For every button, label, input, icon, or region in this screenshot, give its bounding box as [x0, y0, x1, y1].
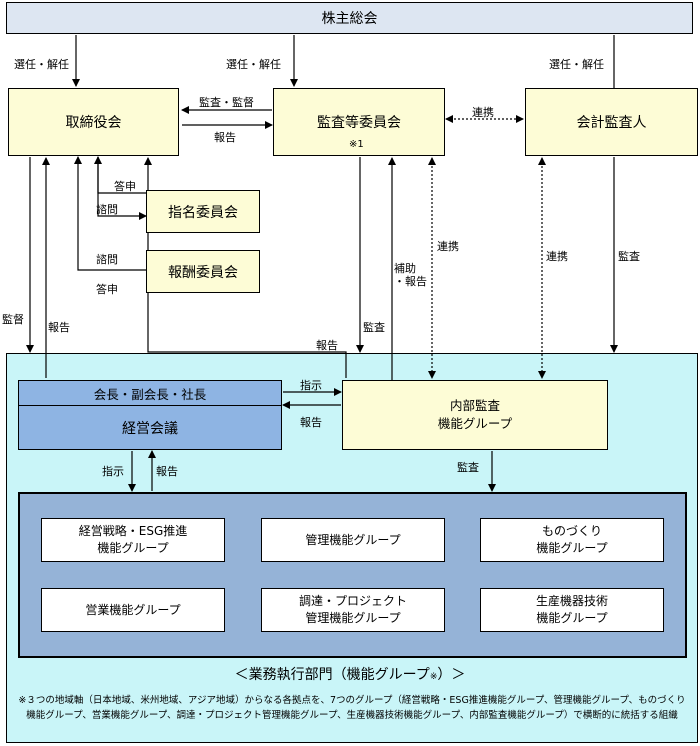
- group-label-administration: 管理機能グループ: [305, 532, 401, 547]
- shareholders-meeting-label: 株主総会: [321, 11, 378, 27]
- group-label-sales: 営業機能グループ: [85, 602, 181, 617]
- division-title-mark: ※: [429, 672, 438, 682]
- label-audit-auditor: 監査: [618, 250, 640, 263]
- board-of-directors-box: 取締役会: [8, 88, 179, 156]
- group-box-administration: 管理機能グループ: [261, 518, 445, 562]
- label-audit-supervise: 監査・監督: [199, 96, 254, 109]
- label-report-board: 報告: [214, 131, 236, 144]
- label-elect-dismiss-audit: 選任・解任: [226, 58, 281, 71]
- nomination-committee-box: 指名委員会: [146, 190, 260, 233]
- label-toshin-remuneration: 答申: [96, 283, 118, 296]
- label-elect-dismiss-board: 選任・解任: [14, 58, 69, 71]
- label-report-division: 報告: [316, 339, 338, 352]
- label-elect-dismiss-auditor: 選任・解任: [549, 58, 604, 71]
- division-title: ＜業務執行部門（機能グループ※）＞: [0, 664, 700, 684]
- label-assist-report: 補助 ・報告: [394, 262, 427, 288]
- group-box-sales: 営業機能グループ: [41, 588, 225, 632]
- label-audit-committee-down: 監査: [363, 321, 385, 334]
- executives-label: 会長・副会長・社長: [93, 386, 207, 402]
- group-box-production-equipment: 生産機器技術 機能グループ: [480, 588, 664, 632]
- label-supervise: 監督: [2, 313, 24, 326]
- accounting-auditor-label: 会計監査人: [576, 115, 647, 131]
- remuneration-committee-label: 報酬委員会: [168, 264, 238, 281]
- division-title-text: ＜業務執行部門（機能グループ: [234, 667, 430, 683]
- internal-audit-box: 内部監査 機能グループ: [342, 380, 608, 450]
- group-label-strategy-esg: 経営戦略・ESG推進 機能グループ: [78, 524, 188, 555]
- group-label-production-equipment: 生産機器技術 機能グループ: [535, 594, 608, 625]
- group-label-procurement-project: 調達・プロジェクト 管理機能グループ: [298, 594, 407, 625]
- label-toshin-nomination: 答申: [114, 180, 136, 193]
- label-coordination-top: 連携: [472, 106, 494, 119]
- audit-committee-note: ※1: [349, 139, 364, 150]
- group-box-manufacturing: ものづくり 機能グループ: [480, 518, 664, 562]
- management-meeting-label: 経営会議: [122, 420, 178, 437]
- label-coordination-auditor: 連携: [546, 250, 568, 263]
- group-box-strategy-esg: 経営戦略・ESG推進 機能グループ: [41, 518, 225, 562]
- division-title-end: ）＞: [437, 667, 466, 683]
- board-of-directors-label: 取締役会: [65, 115, 122, 131]
- internal-audit-label: 内部監査 機能グループ: [437, 398, 513, 431]
- executives-box: 会長・副会長・社長: [18, 380, 282, 406]
- label-instruct-groups: 指示: [102, 465, 124, 478]
- label-report-internal: 報告: [300, 416, 322, 429]
- shareholders-meeting-box: 株主総会: [6, 2, 693, 34]
- division-note: ※３つの地域軸（日本地域、米州地域、アジア地域）からなる各拠点を、7つのグループ…: [18, 695, 686, 721]
- label-shimon-remuneration: 諮問: [96, 253, 118, 266]
- remuneration-committee-box: 報酬委員会: [146, 250, 260, 293]
- management-meeting-box: 経営会議: [18, 405, 282, 450]
- group-box-procurement-project: 調達・プロジェクト 管理機能グループ: [261, 588, 445, 632]
- label-instruct-internal: 指示: [300, 379, 322, 392]
- label-coordination-internal: 連携: [437, 240, 459, 253]
- accounting-auditor-box: 会計監査人: [525, 88, 698, 156]
- audit-committee-box: 監査等委員会: [273, 88, 445, 156]
- audit-committee-label: 監査等委員会: [317, 115, 401, 131]
- label-shimon-nomination: 諮問: [96, 203, 118, 216]
- label-audit-groups: 監査: [457, 461, 479, 474]
- label-report-executives: 報告: [48, 321, 70, 334]
- nomination-committee-label: 指名委員会: [168, 204, 238, 221]
- label-report-groups: 報告: [156, 465, 178, 478]
- group-label-manufacturing: ものづくり 機能グループ: [536, 524, 608, 555]
